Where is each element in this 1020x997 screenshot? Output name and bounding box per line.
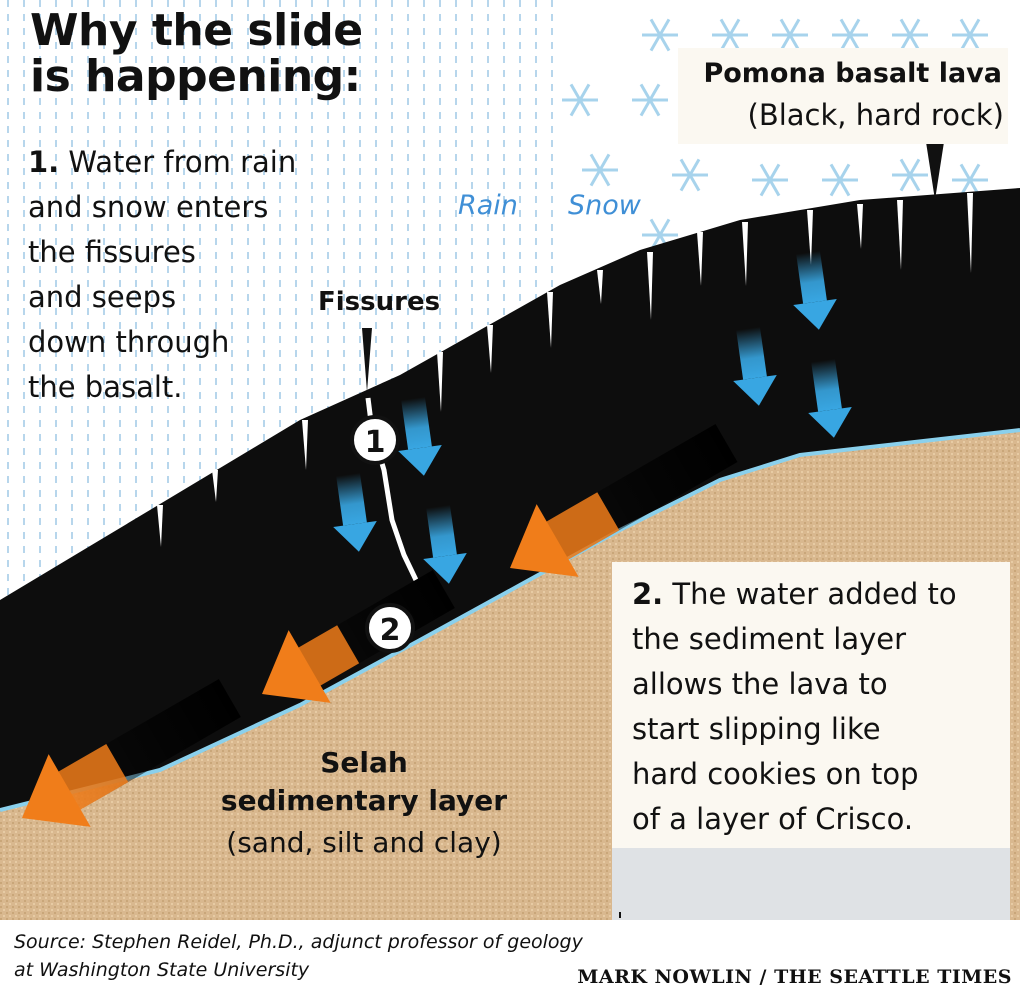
artist-credit: MARK NOWLIN / THE SEATTLE TIMES (577, 966, 1012, 988)
fissure-crack (547, 292, 553, 348)
snowflake-icon (822, 163, 858, 197)
step-marker-2-label: 2 (380, 613, 401, 648)
water-arrow-icon (333, 472, 377, 552)
page-title: Why the slide is happening: (30, 5, 363, 102)
snowflake-icon (952, 18, 988, 52)
step-marker-1 (350, 415, 400, 465)
water-arrow-icon (808, 358, 852, 438)
snowflake-icon (892, 158, 928, 192)
fissure-crack (597, 270, 603, 304)
snow-label: Snow (568, 190, 641, 221)
slip-arrow-icon (510, 423, 738, 577)
snowflake-icon (672, 158, 708, 192)
fissure-crack (857, 204, 863, 249)
fissure-crack (212, 470, 218, 502)
water-arrow-icon (398, 396, 442, 476)
footer-background (0, 920, 1020, 997)
sediment-shadow (612, 848, 1010, 920)
snowflake-icon (582, 153, 618, 187)
water-arrow-icon (793, 250, 837, 330)
pomona-title: Pomona basalt lava (703, 58, 1002, 89)
snowflake-icon (832, 18, 868, 52)
fissure-cracks (157, 193, 973, 547)
step-1-text: 1. Water from rain and snow enters the f… (28, 140, 348, 410)
step-1-number: 1. (28, 145, 60, 179)
snowflake-icon (952, 163, 988, 197)
basalt-sediment-contact (0, 428, 1020, 812)
water-arrow-icon (733, 326, 777, 406)
snowflake-icon (562, 83, 598, 117)
selah-title: Selah sedimentary layer (220, 746, 508, 817)
snowfall (562, 18, 988, 317)
water-arrows (333, 250, 852, 584)
fissure-crack (647, 252, 653, 320)
pomona-label-box (678, 48, 1008, 144)
source-credit: Source: Stephen Reidel, Ph.D., adjunct p… (14, 931, 583, 981)
snowflake-icon (642, 18, 678, 52)
fissures-label: Fissures (318, 287, 441, 317)
fissure-crack (437, 352, 443, 412)
step-2-text: 2. The water added to the sediment layer… (632, 572, 1002, 842)
snowflake-icon (752, 163, 788, 197)
fissure-crack (697, 232, 703, 286)
step-1-body: Water from rain and snow enters the fiss… (28, 145, 297, 404)
basalt-layer (0, 188, 1020, 810)
fissures-pointer (362, 328, 372, 392)
fissure-crack (742, 222, 748, 286)
fissure-crack (897, 200, 903, 270)
step-2-body: The water added to the sediment layer al… (632, 577, 957, 836)
snowflake-icon (632, 83, 668, 117)
snowflake-icon (772, 18, 808, 52)
pomona-subtitle: (Black, hard rock) (747, 98, 1004, 132)
fissure-crack (967, 193, 973, 273)
step-marker-2 (365, 603, 415, 653)
step-marker-1-label: 1 (365, 425, 386, 460)
step-2-number: 2. (632, 577, 664, 611)
step-2-box (612, 562, 1010, 848)
fissure-crack (302, 420, 308, 470)
fissure-crack (157, 505, 163, 547)
fissure-crack (487, 325, 493, 373)
snowflake-icon (892, 18, 928, 52)
rain-label: Rain (458, 190, 518, 221)
pomona-pointer (926, 142, 944, 200)
slip-arrow-icon (22, 678, 241, 827)
selah-subtitle: (sand, silt and clay) (226, 826, 502, 859)
snowflake-icon (712, 18, 748, 52)
water-arrow-icon (423, 504, 467, 584)
fissure-crack (807, 210, 813, 265)
